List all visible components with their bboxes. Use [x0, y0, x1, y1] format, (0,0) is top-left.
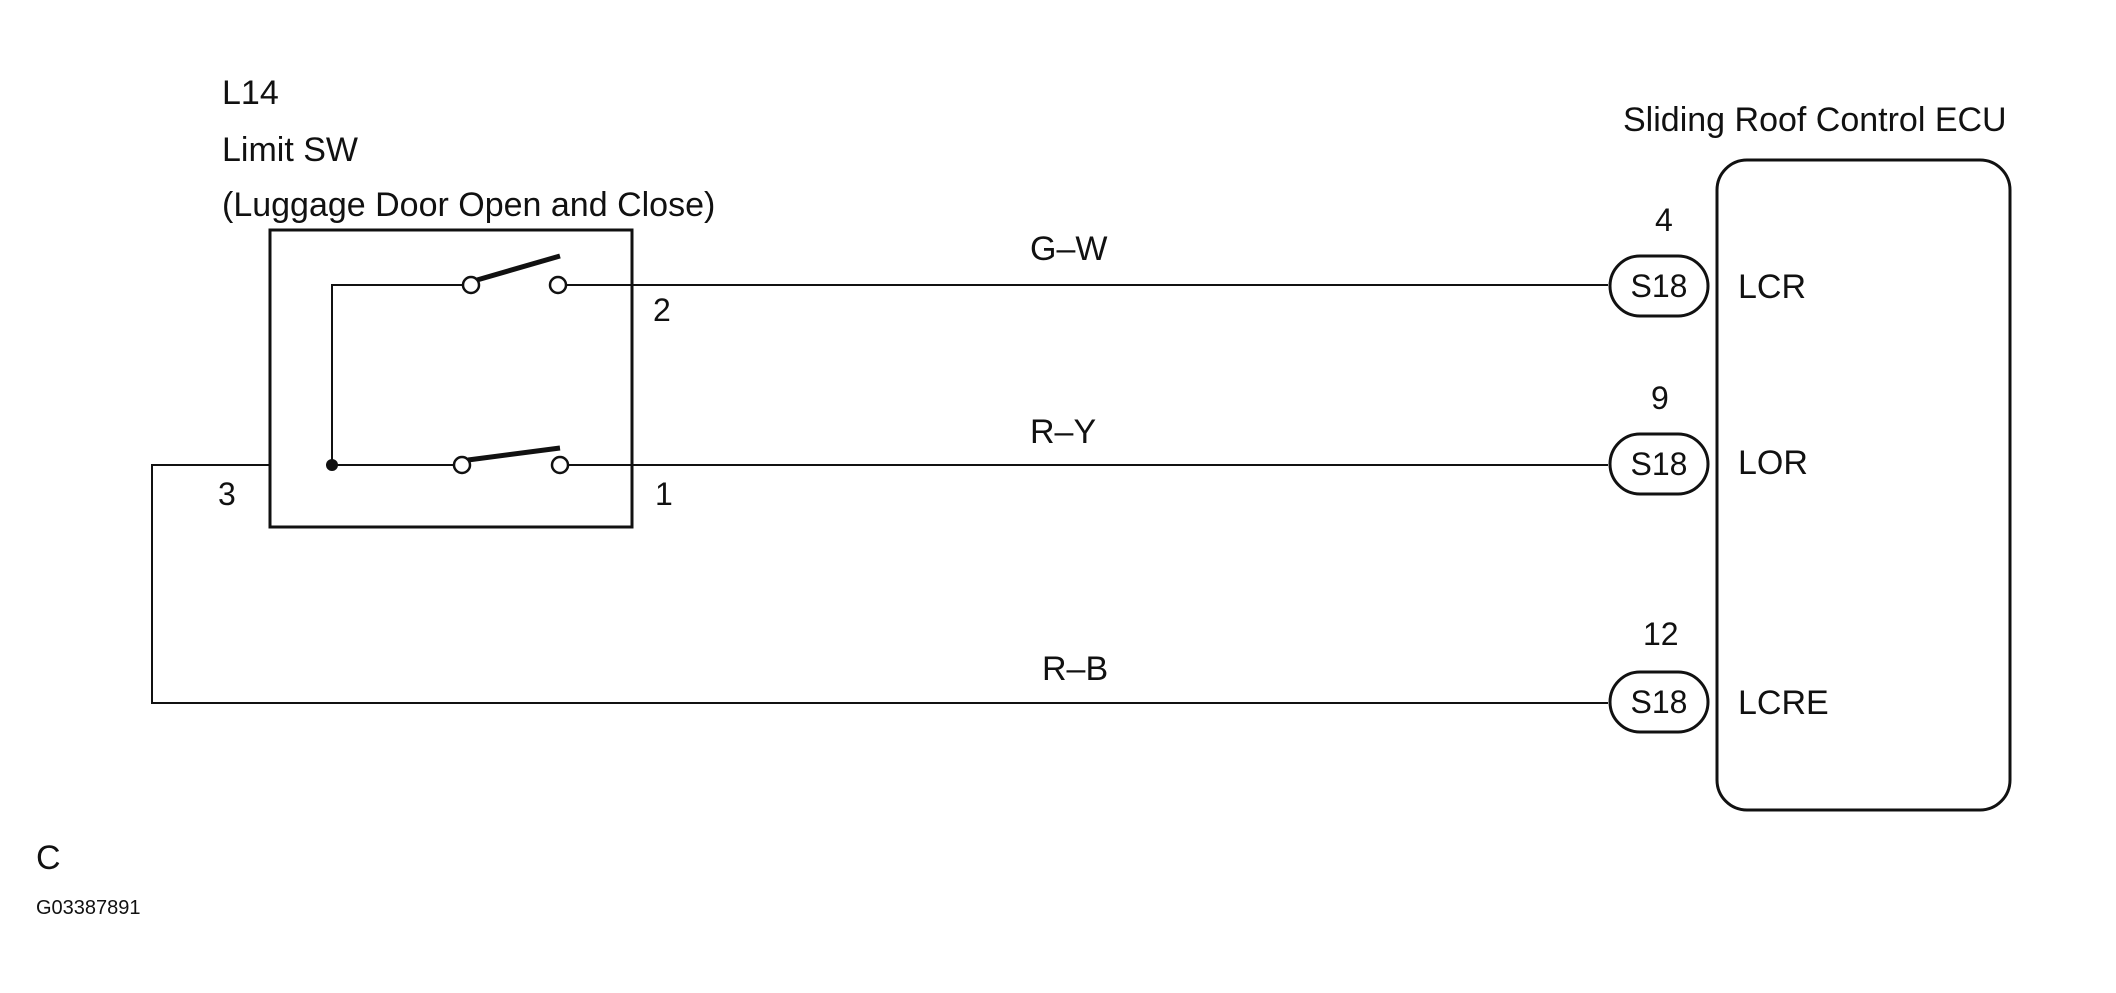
figure-code: G03387891 — [36, 897, 141, 919]
ecu-pin-4: 4 — [1655, 202, 1673, 238]
switch-name: Limit SW — [222, 131, 358, 169]
ecu-pin-12: 12 — [1643, 616, 1679, 652]
ecu-title: Sliding Roof Control ECU — [1623, 101, 2007, 139]
upper-switch-contact-left — [461, 275, 481, 295]
connector-lor: 9 S18 LOR — [1608, 380, 1808, 496]
switch-internal-wiring — [331, 284, 466, 466]
wire-label-rb: R–B — [1042, 650, 1108, 688]
connector-id: S18 — [1631, 446, 1688, 482]
upper-switch-blade — [476, 253, 561, 283]
connector-lcre: 12 S18 LCRE — [1608, 616, 1829, 734]
ecu-pin-9: 9 — [1651, 380, 1669, 416]
connector-badge — [1608, 254, 1710, 318]
signal-lor: LOR — [1738, 444, 1808, 482]
connector-id: S18 — [1631, 268, 1688, 304]
wire-label-ry: R–Y — [1030, 413, 1096, 451]
wire-label-gw: G–W — [1030, 230, 1107, 268]
switch-pin-2: 2 — [653, 292, 671, 328]
common-to-upper-switch-wire — [331, 284, 466, 465]
lower-switch — [452, 445, 570, 475]
lower-switch-blade — [467, 445, 561, 463]
switch-pin-3: 3 — [218, 476, 236, 512]
connector-badge — [1608, 670, 1710, 734]
connector-badge — [1608, 432, 1710, 496]
lower-switch-contact-left — [452, 455, 472, 475]
upper-switch-contact-right — [548, 275, 568, 295]
wire-rb — [151, 464, 1608, 704]
upper-switch — [461, 253, 568, 295]
switch-code: L14 — [222, 74, 279, 112]
switch-pin-1: 1 — [655, 476, 673, 512]
connector-lcr: 4 S18 LCR — [1608, 202, 1806, 318]
switch-housing — [268, 228, 634, 529]
lower-switch-contact-right — [550, 455, 570, 475]
signal-lcr: LCR — [1738, 268, 1806, 306]
signal-lcre: LCRE — [1738, 684, 1829, 722]
switch-description: (Luggage Door Open and Close) — [222, 186, 715, 224]
ecu-housing — [1715, 158, 2012, 812]
footer-letter: C — [36, 839, 61, 877]
common-junction-dot — [326, 459, 338, 471]
harness-wires — [151, 284, 1608, 704]
connector-id: S18 — [1631, 684, 1688, 720]
